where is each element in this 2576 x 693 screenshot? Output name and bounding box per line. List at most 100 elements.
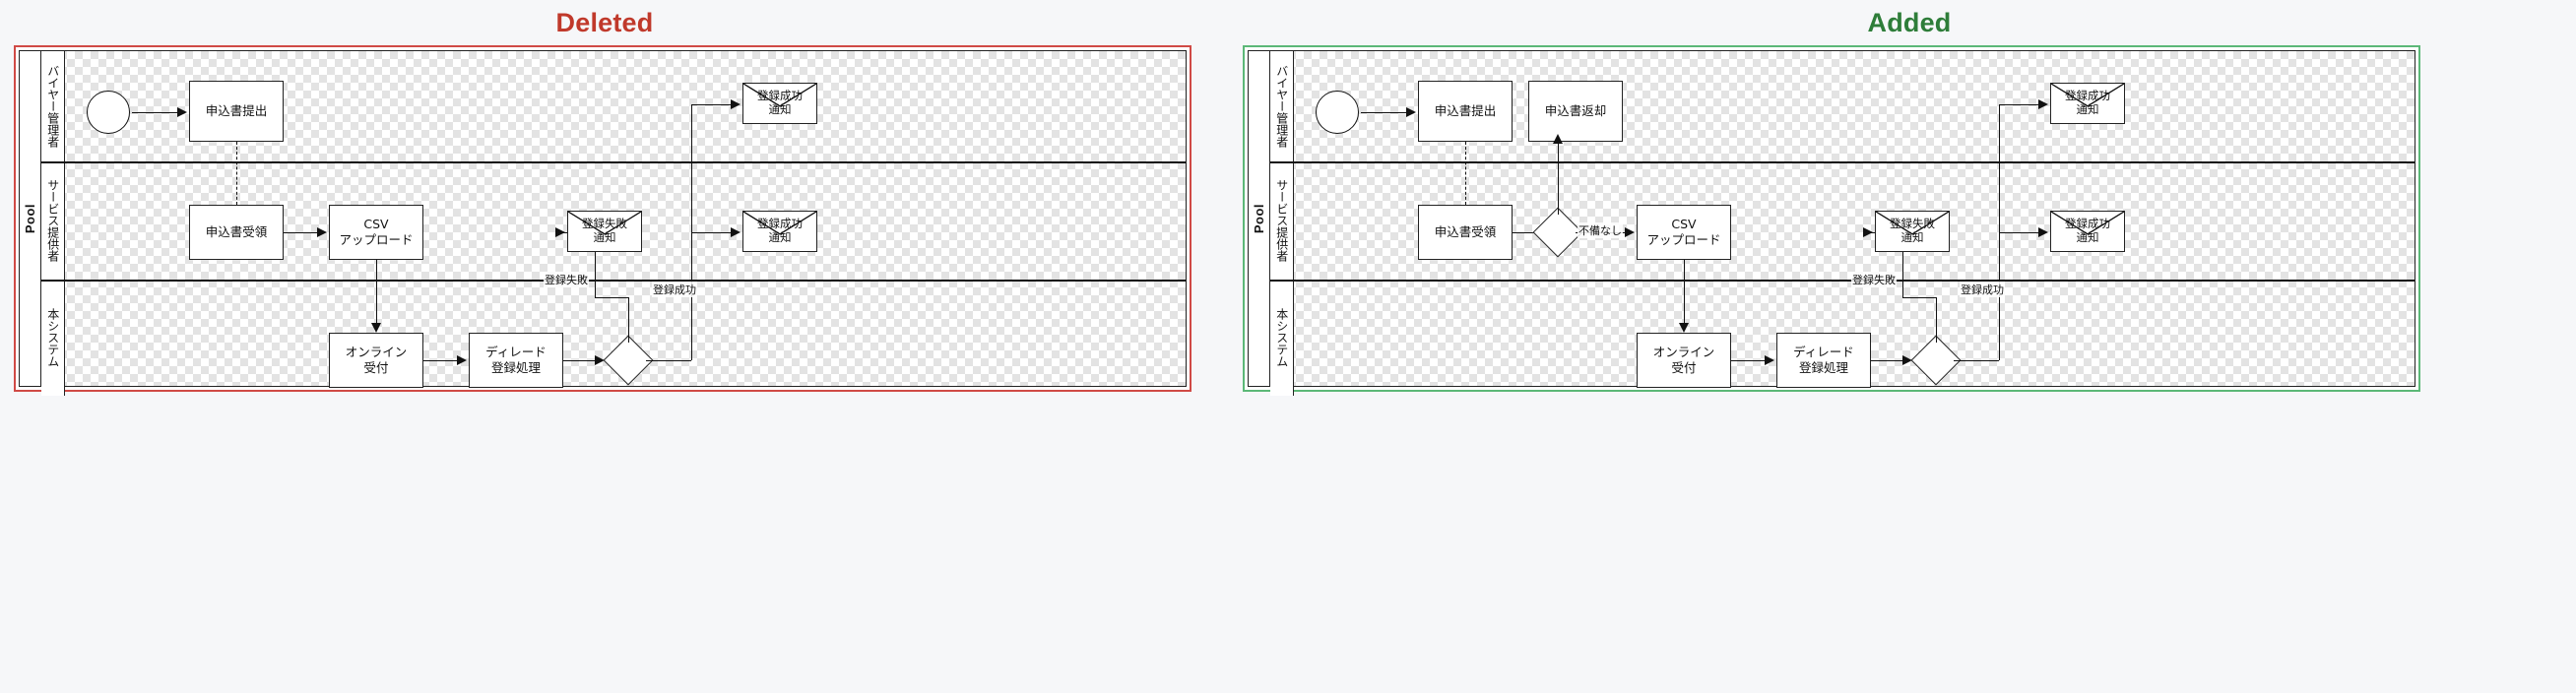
message-event-failure-label: 登録失敗 通知 [582,217,627,244]
gateway-registration-result[interactable] [1910,335,1962,386]
edge-receive-to-csv [284,232,319,233]
bpmn-frame-added: Pool バイヤー管理者 サービス提供者 本システム [1243,45,2420,396]
panel-title-added: Added [1867,8,1952,37]
task-csv-upload-label: CSV アップロード [1646,217,1721,247]
edge-label-failure: 登録失敗 [1851,272,1897,287]
edge-gateway-to-return [1558,142,1559,215]
edge-start-to-submit [1361,112,1408,113]
message-event-success-provider-label: 登録成功 通知 [757,217,803,244]
arrowhead-down-icon [1679,323,1689,333]
edge-label-no-defect: 不備なし [1578,222,1623,238]
task-delayed-register-label: ディレード 登録処理 [485,345,547,375]
gateway-registration-result[interactable] [603,335,654,386]
message-event-failure-notice[interactable]: 登録失敗 通知 [567,211,642,252]
arrowhead-right-icon [731,99,741,109]
lane-label-column-added: バイヤー管理者 サービス提供者 本システム [1270,51,1294,396]
edge-gateway-failure-up [1936,297,1937,343]
panel-added: Added Pool バイヤー管理者 サービス提供者 本システム [1243,0,2576,693]
edge-to-success-provider [1999,232,2040,233]
edge-receive-to-gateway [1513,232,1538,233]
message-flow-submit-to-receive [236,142,237,205]
start-event[interactable] [1316,91,1359,134]
task-delayed-register[interactable]: ディレード 登録処理 [1776,333,1871,388]
arrowhead-right-icon [2038,227,2048,237]
arrowhead-right-icon [457,355,467,365]
edge-label-failure: 登録失敗 [544,272,589,287]
edge-delayed-to-gateway [563,360,599,361]
message-event-success-provider-label: 登録成功 通知 [2065,217,2110,244]
pool-label-deleted: Pool [20,51,41,386]
arrowhead-right-icon [1406,107,1416,117]
gateway-defect-check[interactable] [1532,207,1583,258]
message-event-success-buyer-label: 登録成功 通知 [757,89,803,116]
arrowhead-right-icon [1625,227,1635,237]
arrowhead-down-icon [371,323,381,333]
edge-failure-vert [1902,244,1903,297]
pool-label-added: Pool [1249,51,1270,386]
task-delayed-register[interactable]: ディレード 登録処理 [469,333,563,388]
task-application-receive[interactable]: 申込書受領 [1418,205,1513,260]
arrowhead-right-icon [731,227,741,237]
bpmn-canvas-deleted: Pool バイヤー管理者 サービス提供者 本システム [19,50,1187,396]
task-online-accept[interactable]: オンライン 受付 [1637,333,1731,388]
task-application-submit[interactable]: 申込書提出 [1418,81,1513,142]
message-event-success-buyer[interactable]: 登録成功 通知 [742,83,817,124]
edge-csv-to-online [376,260,377,327]
task-online-accept[interactable]: オンライン 受付 [329,333,423,388]
message-flow-submit-to-receive [1465,142,1466,205]
message-event-success-buyer-label: 登録成功 通知 [2065,89,2110,116]
arrowhead-right-icon [595,355,605,365]
arrowhead-right-icon [1902,355,1912,365]
edge-delayed-to-gateway [1871,360,1906,361]
edge-online-to-delayed [423,360,459,361]
edge-gateway-failure-up [628,297,629,343]
lane-label-system: 本システム [41,280,65,396]
task-online-accept-label: オンライン 受付 [345,345,408,375]
lane-separator-1 [41,161,1186,163]
bpmn-canvas-added: Pool バイヤー管理者 サービス提供者 本システム [1248,50,2415,396]
start-event[interactable] [87,91,130,134]
lane-label-text: 本システム [1274,308,1289,367]
message-event-failure-label: 登録失敗 通知 [1890,217,1935,244]
task-application-receive[interactable]: 申込書受領 [189,205,284,260]
arrowhead-right-icon [317,227,327,237]
lane-separator-1 [1270,161,2415,163]
message-event-success-buyer[interactable]: 登録成功 通知 [2050,83,2125,124]
edge-csv-to-online [1684,260,1685,327]
lane-label-buyer-admin: バイヤー管理者 [41,51,65,161]
lane-label-service-provider: サービス提供者 [41,161,65,280]
task-application-return[interactable]: 申込書返却 [1528,81,1623,142]
panel-deleted: Deleted Pool バイヤー管理者 サービス提供者 本システム [0,0,1209,693]
task-application-submit[interactable]: 申込書提出 [189,81,284,142]
edge-label-success: 登録成功 [652,282,697,297]
bpmn-stage-added: 申込書提出 申込書返却 申込書受領 [1294,51,2415,388]
pool-label-text: Pool [1252,203,1266,234]
arrowhead-up-icon [1553,134,1563,144]
edge-to-success-provider [691,232,733,233]
lane-separator-2 [41,280,1186,282]
message-event-success-provider[interactable]: 登録成功 通知 [742,211,817,252]
message-event-success-provider[interactable]: 登録成功 通知 [2050,211,2125,252]
lane-separator-2 [1270,280,2415,282]
lane-label-text: サービス提供者 [45,179,60,262]
arrowhead-right-icon [1863,227,1873,237]
lane-label-system: 本システム [1270,280,1294,396]
pool-label-text: Pool [23,203,37,234]
edge-to-success-buyer [1999,104,2040,105]
lane-label-text: サービス提供者 [1274,179,1289,262]
edge-failure-vert [595,244,596,297]
arrowhead-right-icon [555,227,565,237]
edge-online-to-delayed [1731,360,1767,361]
task-online-accept-label: オンライン 受付 [1652,345,1715,375]
arrowhead-right-icon [1765,355,1774,365]
lane-label-service-provider: サービス提供者 [1270,161,1294,280]
task-csv-upload[interactable]: CSV アップロード [329,205,423,260]
panel-title-deleted: Deleted [555,8,654,37]
edge-gateway-success-right [646,360,691,361]
edge-gateway-success-right [1954,360,1999,361]
lane-label-text: 本システム [45,308,60,367]
bpmn-stage-deleted: 申込書提出 申込書受領 CSV アップロード [65,51,1186,388]
message-event-failure-notice[interactable]: 登録失敗 通知 [1875,211,1950,252]
task-csv-upload[interactable]: CSV アップロード [1637,205,1731,260]
